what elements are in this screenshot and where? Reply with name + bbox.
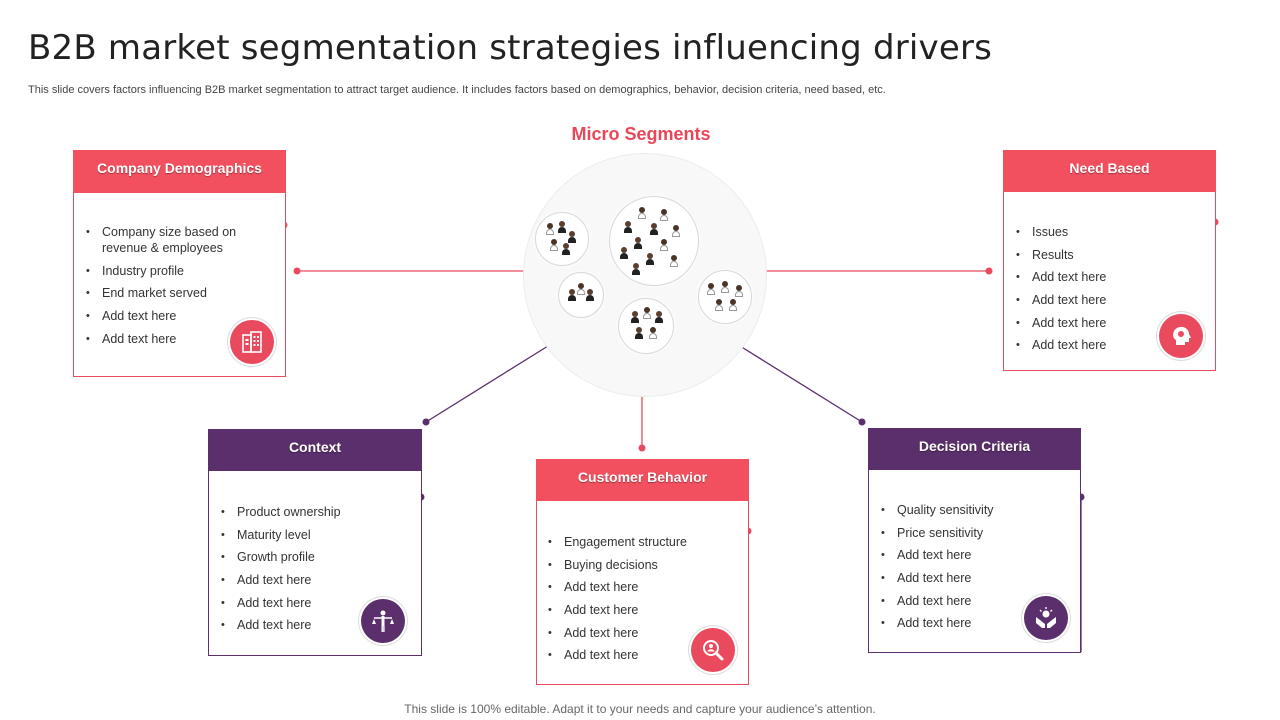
decision-criteria-list: Quality sensitivity Price sensitivity Ad…: [879, 502, 1059, 638]
list-item: Product ownership: [219, 504, 399, 520]
list-item: Add text here: [84, 308, 264, 324]
building-icon: [230, 320, 274, 364]
people-cluster-icon: [558, 272, 604, 318]
people-cluster-icon: [618, 298, 674, 354]
list-item: Company size based on revenue & employee…: [84, 224, 264, 256]
list-item: Growth profile: [219, 549, 399, 565]
list-item: Add text here: [879, 593, 1059, 609]
slide-footer: This slide is 100% editable. Adapt it to…: [404, 702, 876, 716]
list-item: Add text here: [219, 595, 399, 611]
customer-behavior-list: Engagement structure Buying decisions Ad…: [546, 534, 726, 670]
list-item: Add text here: [219, 572, 399, 588]
slide-title: B2B market segmentation strategies influ…: [28, 28, 993, 68]
context-header: Context: [208, 429, 422, 471]
people-cluster-icon: [609, 196, 699, 286]
list-item: Add text here: [546, 647, 726, 663]
person-scales-icon: [361, 599, 405, 643]
hands-idea-icon: [1024, 596, 1068, 640]
slide-subtitle: This slide covers factors influencing B2…: [28, 84, 886, 96]
list-item: Industry profile: [84, 263, 264, 279]
customer-behavior-header: Customer Behavior: [536, 459, 749, 501]
list-item: Maturity level: [219, 527, 399, 543]
people-cluster-icon: [698, 270, 752, 324]
company-demographics-header: Company Demographics: [73, 150, 286, 193]
head-lightbulb-icon: [1159, 314, 1203, 358]
list-item: Issues: [1014, 224, 1194, 240]
list-item: Price sensitivity: [879, 525, 1059, 541]
list-item: Add text here: [1014, 292, 1194, 308]
list-item: Add text here: [879, 570, 1059, 586]
list-item: Add text here: [546, 625, 726, 641]
decision-criteria-header: Decision Criteria: [868, 428, 1081, 470]
list-item: Add text here: [546, 579, 726, 595]
need-based-header: Need Based: [1003, 150, 1216, 192]
list-item: Quality sensitivity: [879, 502, 1059, 518]
list-item: Add text here: [546, 602, 726, 618]
list-item: Add text here: [1014, 269, 1194, 285]
list-item: End market served: [84, 285, 264, 301]
list-item: Add text here: [879, 615, 1059, 631]
people-cluster-icon: [535, 212, 589, 266]
list-item: Engagement structure: [546, 534, 726, 550]
context-list: Product ownership Maturity level Growth …: [219, 504, 399, 640]
company-demographics-list: Company size based on revenue & employee…: [84, 224, 264, 353]
magnifier-person-icon: [691, 628, 735, 672]
list-item: Add text here: [219, 617, 399, 633]
list-item: Add text here: [1014, 315, 1194, 331]
list-item: Add text here: [84, 331, 264, 347]
list-item: Buying decisions: [546, 557, 726, 573]
list-item: Add text here: [879, 547, 1059, 563]
list-item: Add text here: [1014, 337, 1194, 353]
micro-segments-label: Micro Segments: [571, 124, 711, 144]
list-item: Results: [1014, 247, 1194, 263]
need-based-list: Issues Results Add text here Add text he…: [1014, 224, 1194, 360]
